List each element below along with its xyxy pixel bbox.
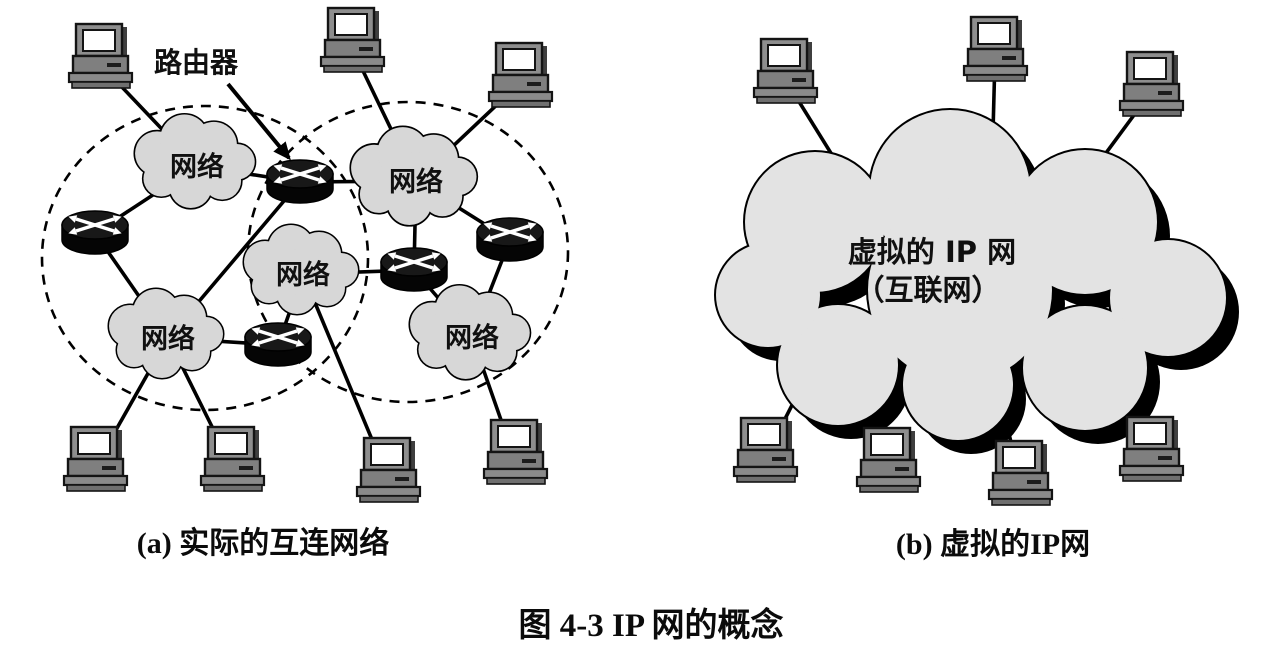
router-icon [379,246,449,293]
computer-icon [732,416,799,484]
computer-icon [62,425,129,493]
computer-icon [987,439,1054,507]
network-cloud-label: 网络 [170,151,224,183]
internet-boundary-dashed-ring [40,104,370,412]
router-icon [265,158,335,205]
network-cloud-label: 网络 [389,166,443,198]
computer-icon [199,425,266,493]
router-pointer-arrow [226,82,291,161]
panel-b-virtual-ip-network [714,15,1239,507]
cloud-bump-fill [1110,240,1226,356]
computer-icon [1118,415,1185,483]
router-icon [60,209,130,256]
figure-caption: 图 4-3 IP 网的概念 [519,606,784,644]
internet-cloud [714,108,1228,442]
cloud-bump-fill [1013,150,1157,294]
computer-icon [482,418,549,486]
computer-icon [487,41,554,109]
computer-icon [962,15,1029,83]
network-cloud-label: 网络 [445,322,499,354]
cloud-bump-fill [1023,306,1147,430]
router-icon [243,321,313,368]
big-cloud-subtitle: （互联网） [855,273,1000,307]
cloud-bump-fill [868,198,1052,382]
computer-icon [855,426,922,494]
computer-icon [1118,50,1185,118]
panel-b-caption: (b) 虚拟的IP网 [896,528,1090,561]
panel-a-actual-interconnected-networks: 网络网络网络网络网络 [40,6,570,504]
network-cloud-label: 网络 [276,259,330,291]
computer-icon [67,22,134,90]
big-cloud-title: 虚拟的 IP 网 [848,235,1016,269]
panel-a-caption: (a) 实际的互连网络 [137,526,389,560]
router-icon [475,216,545,263]
cloud-bump-fill [716,243,820,347]
computer-icon [355,436,422,504]
network-cloud-label: 网络 [141,323,195,355]
cloud-bump-fill [778,305,898,425]
computer-icon [319,6,386,74]
router-label: 路由器 [154,46,239,79]
computer-icon [752,37,819,105]
